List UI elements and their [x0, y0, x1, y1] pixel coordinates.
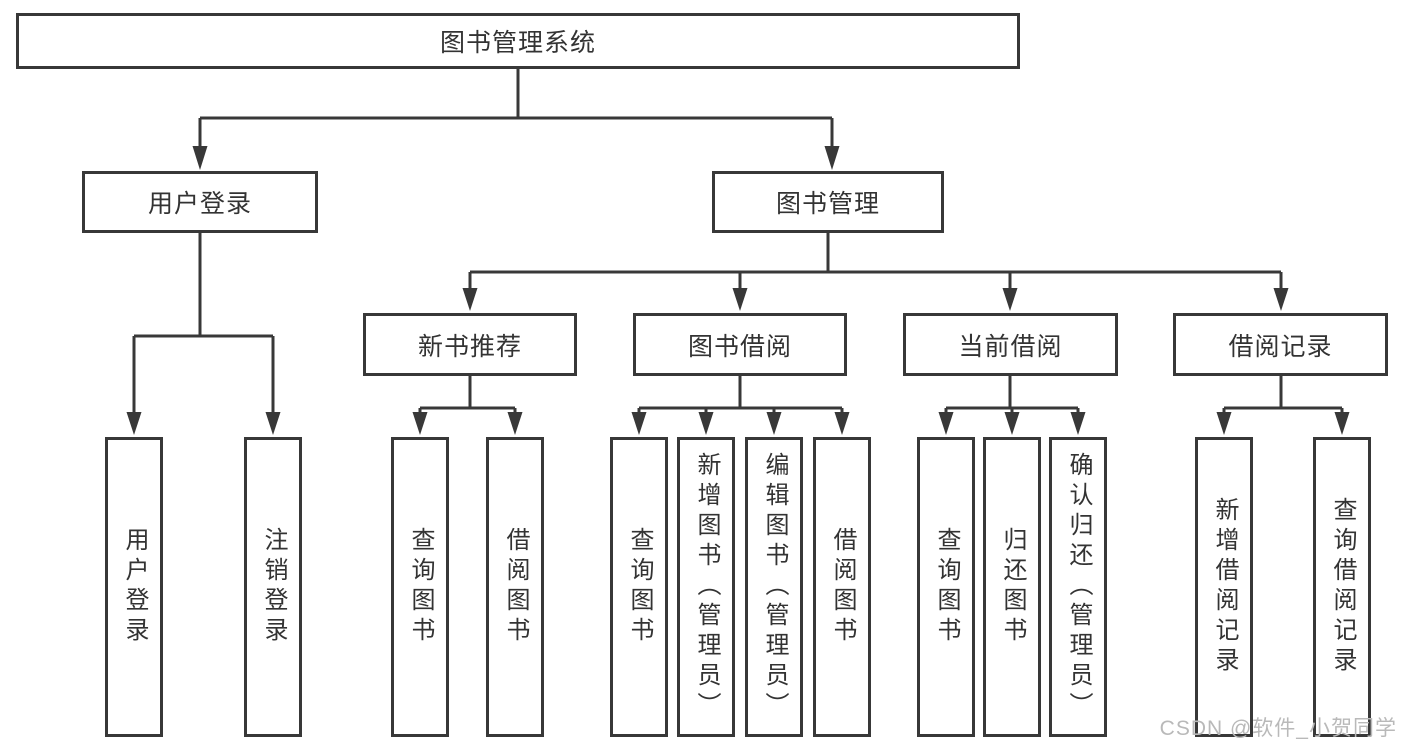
node-borrowing-records: 借阅记录 — [1173, 313, 1388, 376]
arrowhead-down-icon — [192, 146, 208, 170]
arrowhead-down-icon — [834, 412, 850, 435]
arrowhead-down-icon — [1002, 288, 1018, 311]
node-label: 查询借阅记录 — [1329, 497, 1356, 677]
connector-new-book-recommendation-to-leaves — [412, 376, 523, 435]
arrowhead-down-icon — [265, 412, 281, 435]
leaf-newbooks-query-books: 查询图书 — [391, 437, 449, 737]
node-book-borrowing: 图书借阅 — [633, 313, 847, 376]
node-label: 查询图书 — [407, 527, 434, 647]
arrowhead-down-icon — [698, 412, 714, 435]
node-new-book-recommendation: 新书推荐 — [363, 313, 577, 376]
node-label: 用户登录 — [121, 527, 148, 647]
node-label: 新增图书（管理员） — [693, 452, 720, 722]
node-user-login: 用户登录 — [82, 171, 318, 233]
leaf-borrowing-add-books-admin: 新增图书（管理员） — [677, 437, 735, 737]
node-label: 借阅图书 — [829, 527, 856, 647]
leaf-records-query-borrow-record: 查询借阅记录 — [1313, 437, 1371, 737]
connector-line — [637, 376, 844, 414]
node-label: 归还图书 — [999, 527, 1026, 647]
node-label: 图书管理系统 — [439, 29, 596, 57]
leaf-logout-login: 注销登录 — [244, 437, 302, 737]
leaf-borrowing-edit-books-admin: 编辑图书（管理员） — [745, 437, 803, 737]
connector-user-login-to-leaves — [126, 233, 281, 435]
node-book-management: 图书管理 — [712, 171, 944, 233]
connector-line — [132, 233, 275, 414]
arrowhead-down-icon — [938, 412, 954, 435]
node-label: 查询图书 — [626, 527, 653, 647]
connector-line — [1222, 376, 1344, 414]
node-label: 图书借阅 — [687, 332, 792, 361]
node-label: 编辑图书（管理员） — [761, 452, 788, 722]
node-label: 借阅记录 — [1228, 332, 1333, 361]
node-library-management-system: 图书管理系统 — [16, 13, 1020, 69]
arrowhead-down-icon — [824, 146, 840, 170]
connector-line — [944, 376, 1080, 414]
leaf-records-add-borrow-record: 新增借阅记录 — [1195, 437, 1253, 737]
leaf-user-login: 用户登录 — [105, 437, 163, 737]
node-label: 查询图书 — [933, 527, 960, 647]
leaf-borrowing-borrow-books: 借阅图书 — [813, 437, 871, 737]
node-label: 图书管理 — [775, 190, 880, 218]
leaf-borrowing-query-books: 查询图书 — [610, 437, 668, 737]
arrowhead-down-icon — [1004, 412, 1020, 435]
arrowhead-down-icon — [1216, 412, 1232, 435]
node-label: 确认归还（管理员） — [1065, 452, 1092, 722]
arrowhead-down-icon — [732, 288, 748, 311]
arrowhead-down-icon — [507, 412, 523, 435]
arrowhead-down-icon — [126, 412, 142, 435]
connector-book-management-to-level3 — [462, 233, 1289, 311]
connector-borrowing-records-to-leaves — [1216, 376, 1350, 435]
leaf-newbooks-borrow-books: 借阅图书 — [486, 437, 544, 737]
arrowhead-down-icon — [1273, 288, 1289, 311]
node-label: 新书推荐 — [417, 332, 522, 361]
connector-line — [468, 233, 1283, 290]
node-label: 用户登录 — [147, 190, 252, 218]
leaf-current-query-books: 查询图书 — [917, 437, 975, 737]
leaf-current-confirm-return-admin: 确认归还（管理员） — [1049, 437, 1107, 737]
arrowhead-down-icon — [1334, 412, 1350, 435]
connector-root-to-level2 — [192, 69, 840, 170]
arrowhead-down-icon — [412, 412, 428, 435]
connector-current-borrowing-to-leaves — [938, 376, 1086, 435]
node-label: 注销登录 — [260, 527, 287, 647]
csdn-watermark: CSDN @软件_小贺同学 — [1159, 717, 1397, 740]
arrowhead-down-icon — [631, 412, 647, 435]
connector-line — [198, 69, 834, 148]
arrowhead-down-icon — [462, 288, 478, 311]
connector-book-borrowing-to-leaves — [631, 376, 850, 435]
connector-line — [418, 376, 517, 414]
arrowhead-down-icon — [766, 412, 782, 435]
arrowhead-down-icon — [1070, 412, 1086, 435]
node-label: 新增借阅记录 — [1211, 497, 1238, 677]
node-label: 当前借阅 — [958, 332, 1063, 361]
leaf-current-return-books: 归还图书 — [983, 437, 1041, 737]
node-label: 借阅图书 — [502, 527, 529, 647]
node-current-borrowing: 当前借阅 — [903, 313, 1118, 376]
